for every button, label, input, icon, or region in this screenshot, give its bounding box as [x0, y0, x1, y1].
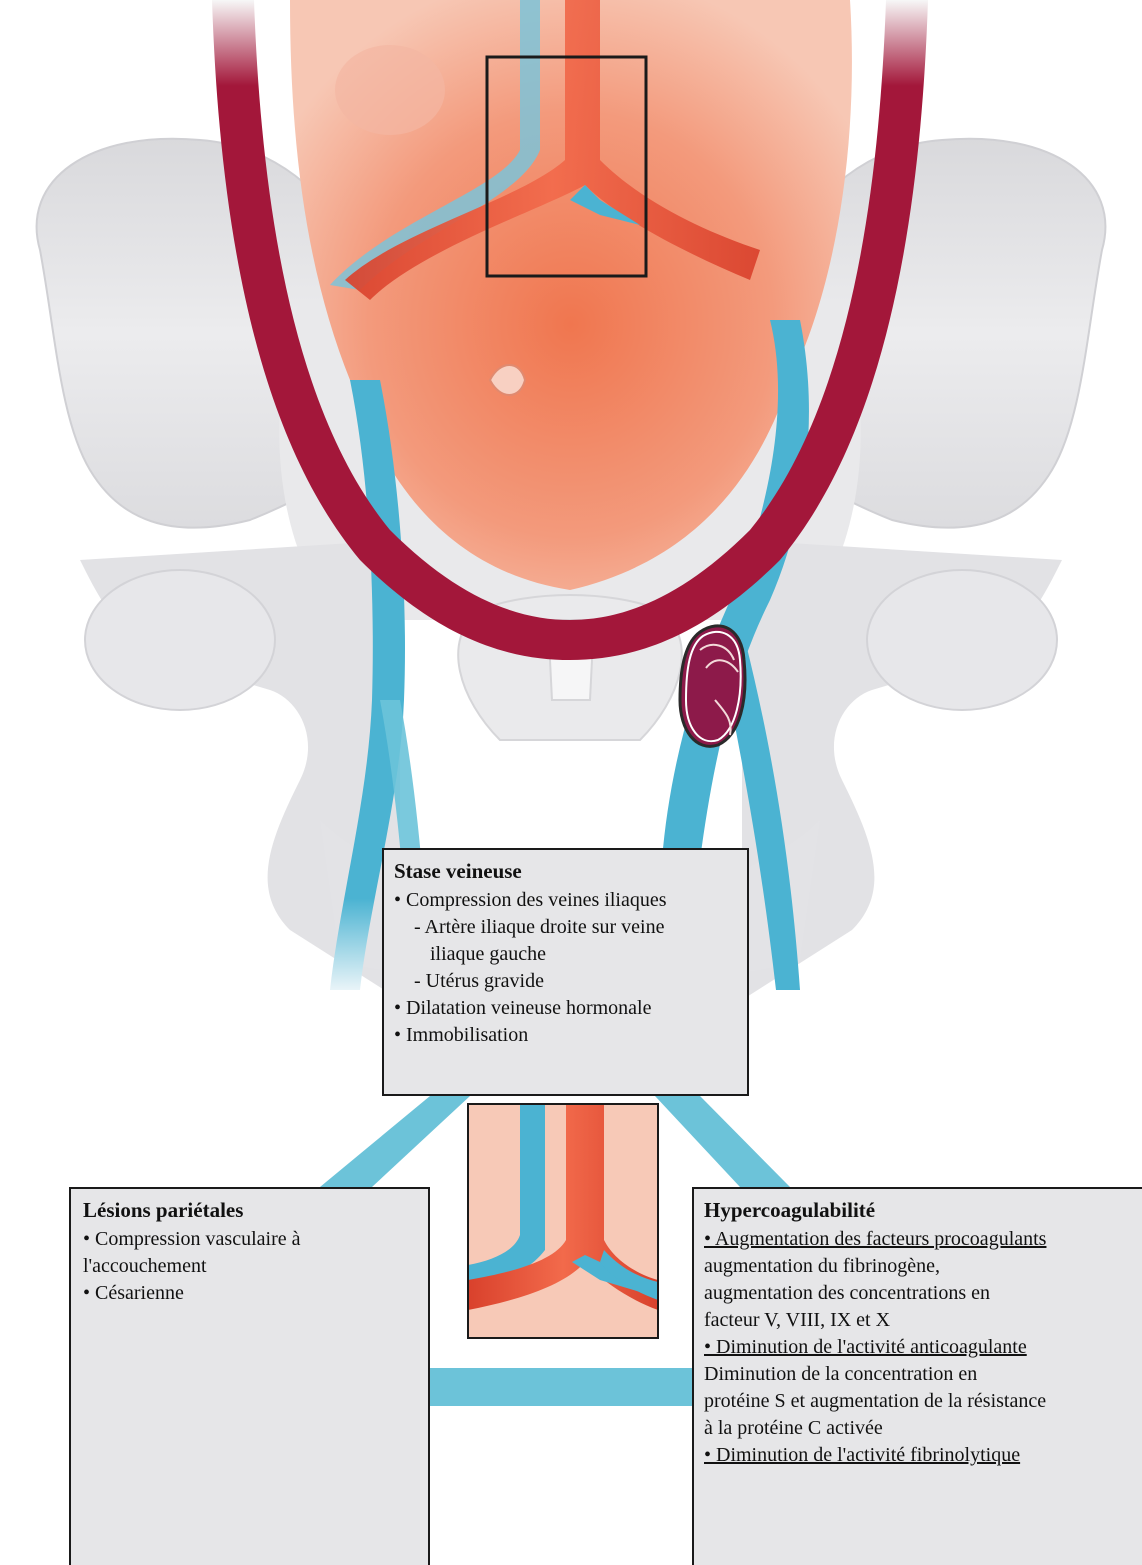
stase-item: • Compression des veines iliaques	[394, 887, 739, 914]
hyper-text: augmentation du fibrinogène,	[704, 1253, 1136, 1280]
thrombus-icon	[680, 626, 745, 746]
hypercoagulabilite-title: Hypercoagulabilité	[704, 1197, 1136, 1224]
lesions-parietales-title: Lésions pariétales	[83, 1197, 418, 1224]
hyper-heading-item: • Augmentation des facteurs procoagulant…	[704, 1226, 1136, 1253]
hyper-text: Diminution de la concentration en	[704, 1361, 1136, 1388]
hyper-text: protéine S et augmentation de la résista…	[704, 1388, 1136, 1415]
lesions-item: • Compression vasculaire à	[83, 1226, 418, 1253]
hyper-heading-item: • Diminution de l'activité fibrinolytiqu…	[704, 1442, 1136, 1469]
lesions-parietales-box: Lésions pariétales • Compression vascula…	[69, 1187, 430, 1565]
hyper-text: facteur V, VIII, IX et X	[704, 1307, 1136, 1334]
lesions-item: l'accouchement	[83, 1253, 418, 1280]
stase-item: • Dilatation veineuse hormonale	[394, 995, 739, 1022]
stase-subitem: - Artère iliaque droite sur veine	[394, 914, 739, 941]
stase-subitem: iliaque gauche	[394, 941, 739, 968]
hyper-text: à la protéine C activée	[704, 1415, 1136, 1442]
inset-vessel-closeup	[468, 1104, 658, 1338]
hypercoagulabilite-box: Hypercoagulabilité • Augmentation des fa…	[692, 1187, 1142, 1565]
hyper-heading-item: • Diminution de l'activité anticoagulant…	[704, 1334, 1136, 1361]
stase-item: • Immobilisation	[394, 1022, 739, 1049]
stase-veineuse-title: Stase veineuse	[394, 858, 739, 885]
stase-subitem: - Utérus gravide	[394, 968, 739, 995]
stase-veineuse-box: Stase veineuse • Compression des veines …	[382, 848, 749, 1096]
hyper-text: augmentation des concentrations en	[704, 1280, 1136, 1307]
lesions-item: • Césarienne	[83, 1280, 418, 1307]
